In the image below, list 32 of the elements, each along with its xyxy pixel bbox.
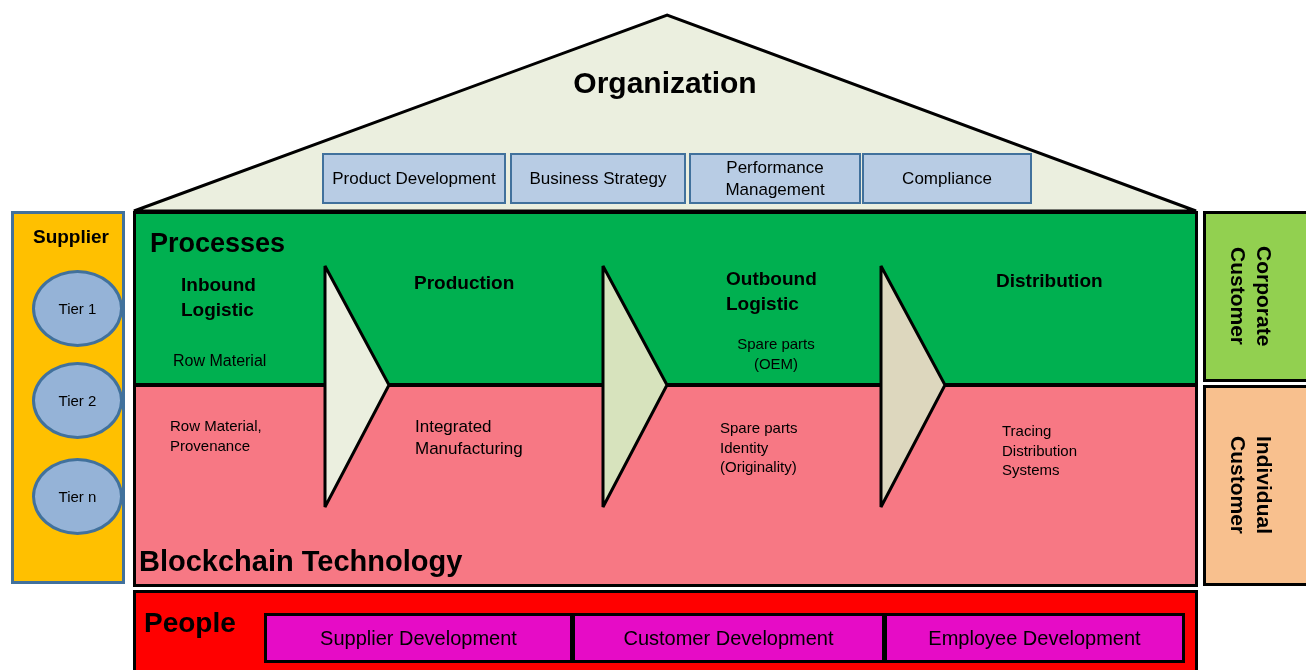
tier-circle: Tier n (32, 458, 123, 535)
organization-box: Product Development (322, 153, 506, 204)
tier-circle: Tier 2 (32, 362, 123, 439)
stage-item: Tracing Distribution Systems (1002, 421, 1079, 480)
stage-item: Spare parts Identity (Originality) (720, 418, 799, 477)
roof-title: Organization (572, 66, 758, 100)
stage-heading: Distribution (996, 269, 1104, 293)
development-box: Employee Development (884, 613, 1185, 663)
customer-panel: Individual Customer (1203, 385, 1306, 586)
development-box: Supplier Development (264, 613, 573, 663)
tier-circle: Tier 1 (32, 270, 123, 347)
organization-box: Compliance (862, 153, 1032, 204)
stage-item: Row Material, Provenance (170, 416, 263, 455)
stage-item: Row Material (173, 351, 268, 371)
band-title: People (144, 607, 236, 639)
band-title: Blockchain Technology (139, 545, 463, 578)
development-box: Customer Development (572, 613, 885, 663)
organization-box: Business Strategy (510, 153, 686, 204)
customer-panel: Corporate Customer (1203, 211, 1306, 382)
stage-item: Spare parts (OEM) (736, 334, 816, 373)
band-title: Processes (150, 228, 286, 259)
panel-title: Supplier (32, 226, 110, 248)
stage-item: Integrated Manufacturing (415, 416, 524, 461)
stage-heading: Inbound Logistic (181, 273, 257, 322)
processes-band (133, 211, 1198, 386)
people-band (133, 590, 1198, 670)
supplier-panel (11, 211, 125, 584)
organization-box: Performance Management (689, 153, 861, 204)
blockchain-band (133, 384, 1198, 587)
roof-triangle (133, 14, 1197, 212)
stage-heading: Production (414, 271, 516, 295)
stage-heading: Outbound Logistic (726, 267, 818, 316)
